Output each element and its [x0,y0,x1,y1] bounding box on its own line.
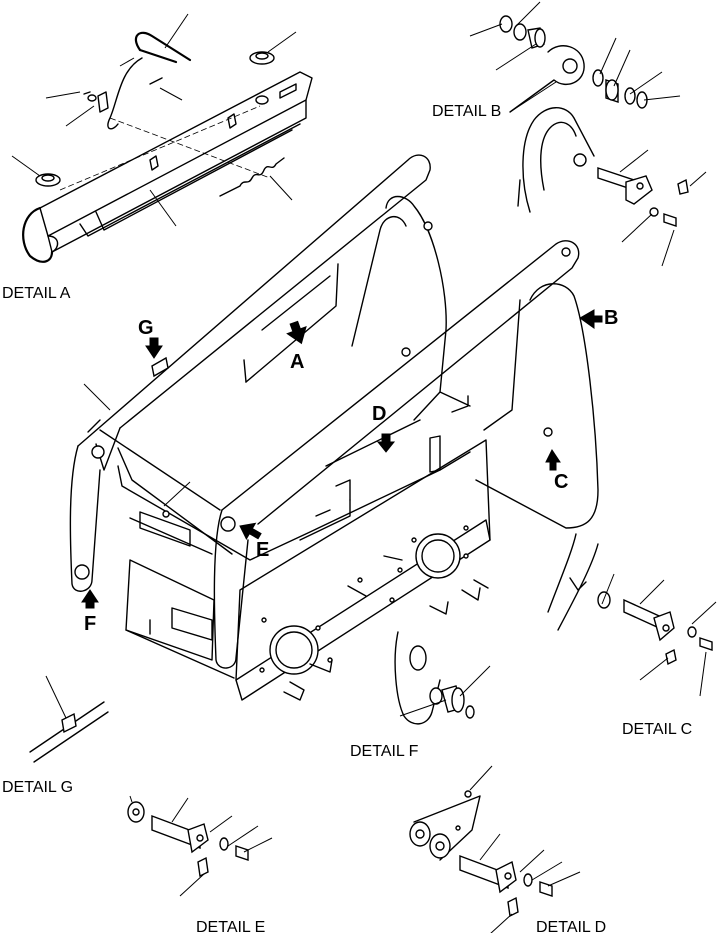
arrow-f [81,589,99,609]
arrow-a [286,320,307,345]
callout-b: B [604,307,618,329]
callout-f: F [84,613,96,635]
arrow-d [376,433,396,453]
detail-b-drawing [469,1,707,267]
detail-a-drawing [11,13,313,263]
main-assembly-drawing [69,154,599,701]
detail-c-label: DETAIL C [622,721,692,738]
callout-e: E [256,539,269,561]
callout-c: C [554,471,568,493]
detail-c-drawing [547,533,717,697]
detail-b-label: DETAIL B [432,103,501,120]
detail-e-label: DETAIL E [196,919,265,933]
detail-g-drawing [29,675,109,763]
detail-d-label: DETAIL D [536,919,606,933]
detail-g-label: DETAIL G [2,779,73,796]
detail-f-drawing [394,631,491,725]
detail-d-drawing [409,765,581,933]
arrow-c [545,449,561,471]
detail-a-label: DETAIL A [2,285,71,302]
callout-g: G [138,317,154,339]
callout-a: A [290,351,304,373]
arrow-g [145,337,163,359]
arrow-e [239,522,262,540]
arrow-b [579,309,603,329]
callout-d: D [372,403,386,425]
detail-f-label: DETAIL F [350,743,419,760]
detail-e-drawing [127,795,273,897]
